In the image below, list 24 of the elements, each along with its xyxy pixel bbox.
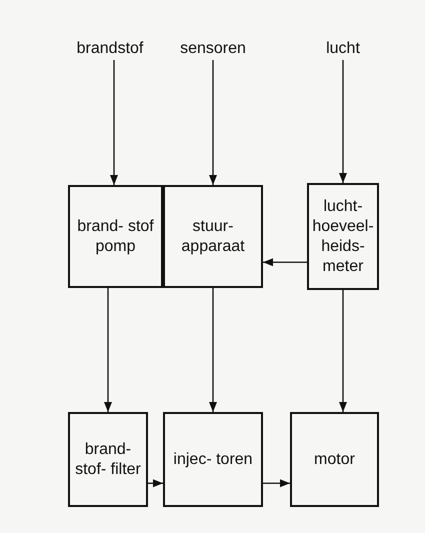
arrow — [104, 288, 112, 412]
node-text: stuur- apparaat — [180, 216, 246, 256]
arrow — [148, 479, 163, 488]
arrow — [209, 288, 217, 412]
process-box — [163, 185, 263, 288]
arrow — [263, 258, 307, 266]
node-text: brand- stof pomp — [76, 216, 155, 256]
arrow — [339, 60, 347, 183]
node-text: lucht- hoeveel- heids- meter — [312, 196, 374, 276]
node-text: lucht — [326, 39, 360, 59]
arrow — [110, 60, 118, 185]
node-text: sensoren — [180, 39, 246, 59]
arrow — [209, 60, 217, 185]
process-box — [290, 412, 379, 507]
node-text: brandstof — [76, 39, 144, 59]
process-box — [68, 185, 163, 288]
arrow — [339, 290, 347, 412]
process-box — [68, 412, 148, 507]
node-text: brand- stof- filter — [74, 440, 142, 480]
process-box — [163, 412, 263, 507]
node-text: injec- toren — [173, 450, 253, 470]
node-text: motor — [314, 450, 355, 470]
process-box — [307, 183, 379, 290]
arrow — [263, 479, 290, 488]
